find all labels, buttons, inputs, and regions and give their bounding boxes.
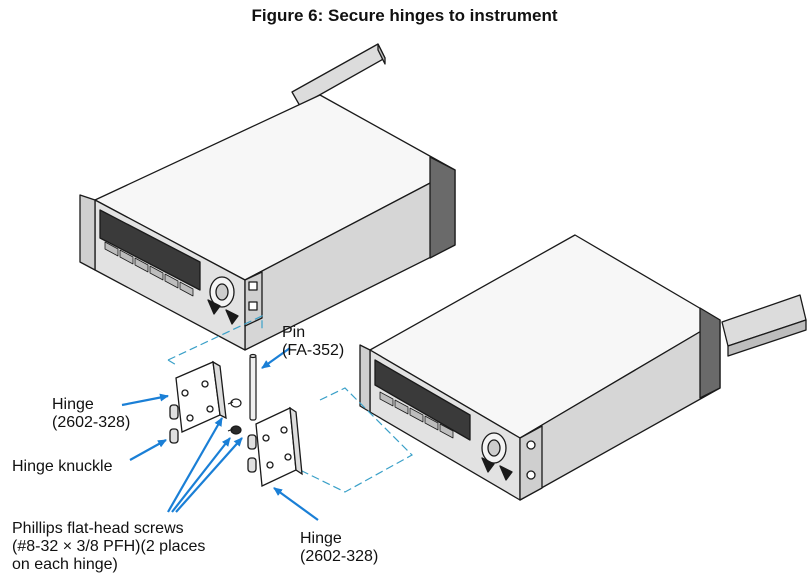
knuckle-leader xyxy=(129,439,167,461)
upper-instrument xyxy=(79,43,456,351)
right-hinge-label: Hinge (2602-328) xyxy=(300,530,378,566)
screw-leader-3 xyxy=(175,437,243,513)
pin-leader xyxy=(261,347,291,369)
pin-label: Pin (FA-352) xyxy=(282,324,344,360)
alignment-lines xyxy=(167,315,413,493)
pin-part-number: (FA-352) xyxy=(282,342,345,359)
left-hinge xyxy=(169,360,227,444)
figure-title: Figure 6: Secure hinges to instrument xyxy=(251,6,558,25)
lower-instrument xyxy=(359,234,807,501)
left-hinge-label: Hinge (2602-328) xyxy=(52,396,130,432)
leader-arrows xyxy=(121,347,319,521)
screws-line-1: Phillips flat-head screws xyxy=(12,520,184,537)
right-hinge xyxy=(247,406,303,487)
screws xyxy=(227,398,242,435)
screws-line-3: on each hinge) xyxy=(12,556,118,573)
screws-line-2: (#8-32 × 3/8 PFH)(2 places xyxy=(12,538,206,555)
left-hinge-name: Hinge xyxy=(52,396,94,413)
screw-leader-1 xyxy=(167,417,223,513)
pin-name: Pin xyxy=(282,324,306,341)
hinge-knuckle-label: Hinge knuckle xyxy=(12,458,113,475)
hinge-pin xyxy=(249,353,257,421)
screw-leader-2 xyxy=(171,437,231,513)
right-hinge-part-number: (2602-328) xyxy=(300,548,379,565)
right-hinge-name: Hinge xyxy=(300,530,342,547)
left-hinge-leader xyxy=(121,393,169,407)
left-hinge-part-number: (2602-328) xyxy=(52,414,131,431)
right-hinge-leader xyxy=(273,487,319,521)
screws-label: Phillips flat-head screws (#8-32 × 3/8 P… xyxy=(12,520,205,574)
